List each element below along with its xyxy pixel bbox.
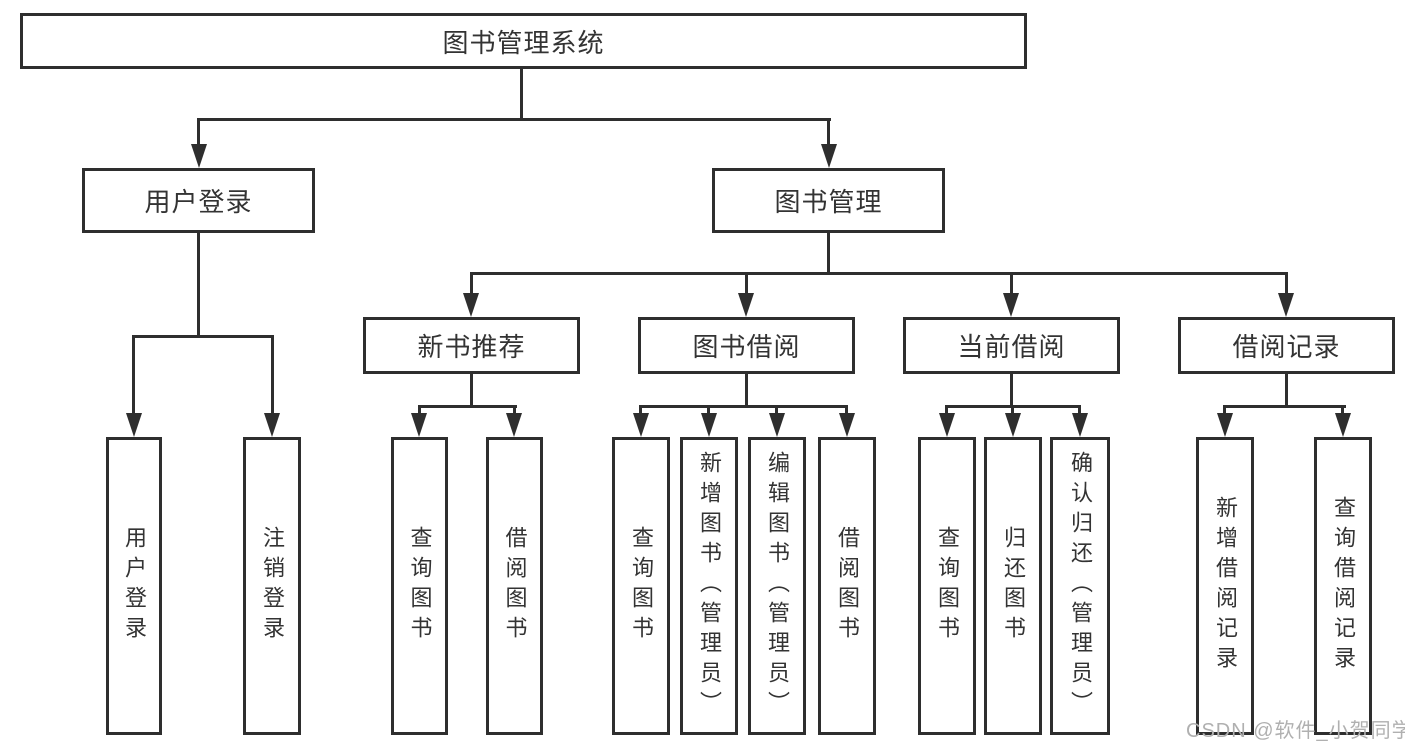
node-label: 图书管理: [774, 187, 883, 217]
arrow-leaf-edit-book-admin: [769, 413, 785, 437]
arrow-leaf-borrow-books-recommend: [506, 413, 522, 437]
arrow-book-borrowing: [738, 293, 754, 317]
node-current-borrowing: 当前借阅: [903, 317, 1120, 374]
arrow-leaf-add-book-admin: [701, 413, 717, 437]
arrow-leaf-logout: [264, 413, 280, 437]
node-new-book-recommendation: 新书推荐: [363, 317, 580, 374]
leaf-label: 确认归还（管理员）: [1068, 451, 1093, 721]
edge-book-management-stem: [827, 233, 830, 272]
node-label: 新书推荐: [417, 332, 526, 362]
node-borrowing-records: 借阅记录: [1178, 317, 1395, 374]
arrow-borrowing-records: [1278, 293, 1294, 317]
edge-drop: [945, 405, 948, 415]
edge-drop: [418, 405, 421, 415]
leaf-borrow-books-borrowing: 借阅图书: [818, 437, 876, 735]
edge-book-borrowing-bus: [639, 405, 848, 408]
leaf-query-borrow-record: 查询借阅记录: [1314, 437, 1372, 735]
edge-drop-new-book: [470, 272, 473, 295]
node-label: 图书管理系统: [442, 27, 605, 58]
node-book-management-system: 图书管理系统: [20, 13, 1027, 69]
edge-drop-leaf-user-login: [132, 335, 135, 415]
edge-user-login-bus: [132, 335, 274, 338]
leaf-add-book-admin: 新增图书（管理员）: [680, 437, 738, 735]
edge-borrowing-records-bus: [1223, 405, 1346, 408]
leaf-label: 新增图书（管理员）: [697, 451, 722, 721]
leaf-return-books: 归还图书: [984, 437, 1042, 735]
leaf-query-books-borrowing: 查询图书: [612, 437, 670, 735]
arrow-leaf-query-books-current: [939, 413, 955, 437]
edge-drop: [1078, 405, 1081, 415]
leaf-label: 借阅图书: [835, 526, 860, 646]
arrow-user-login: [191, 144, 207, 168]
edge-drop-book-management: [827, 118, 830, 146]
node-label: 当前借阅: [957, 332, 1066, 362]
leaf-label: 归还图书: [1001, 526, 1026, 646]
edge-root-stem: [520, 69, 523, 118]
leaf-label: 编辑图书（管理员）: [765, 451, 790, 721]
edge-drop-leaf-logout: [271, 335, 274, 415]
node-label: 借阅记录: [1232, 332, 1341, 362]
arrow-leaf-confirm-return-admin: [1072, 413, 1088, 437]
leaf-label: 查询借阅记录: [1331, 496, 1356, 676]
edge-book-management-bus: [470, 272, 1288, 275]
leaf-label: 借阅图书: [502, 526, 528, 646]
edge-drop: [775, 405, 778, 415]
arrow-leaf-query-borrow-record: [1335, 413, 1351, 437]
edge-current-borrowing-stem: [1010, 374, 1013, 405]
node-book-management: 图书管理: [712, 168, 945, 233]
edge-user-login-stem: [197, 233, 200, 335]
leaf-logout: 注销登录: [243, 437, 301, 735]
edge-borrowing-records-stem: [1285, 374, 1288, 405]
leaf-label: 注销登录: [260, 526, 285, 646]
leaf-label: 查询图书: [629, 526, 654, 646]
arrow-new-book: [463, 293, 479, 317]
edge-drop: [639, 405, 642, 415]
csdn-watermark: CSDN @软件_小贺同学: [1186, 720, 1405, 742]
edge-drop: [1223, 405, 1226, 415]
arrow-leaf-borrow-books-borrowing: [839, 413, 855, 437]
edge-new-book-stem: [470, 374, 473, 405]
leaf-label: 新增借阅记录: [1213, 496, 1238, 676]
arrow-leaf-add-borrow-record: [1217, 413, 1233, 437]
edge-drop-borrowing-records: [1285, 272, 1288, 295]
edge-drop: [513, 405, 516, 415]
node-label: 图书借阅: [692, 332, 801, 362]
leaf-label: 查询图书: [407, 526, 433, 646]
edge-drop: [1341, 405, 1344, 415]
edge-drop: [845, 405, 848, 415]
leaf-label: 查询图书: [935, 526, 960, 646]
leaf-add-borrow-record: 新增借阅记录: [1196, 437, 1254, 735]
node-label: 用户登录: [144, 187, 253, 217]
edge-drop: [707, 405, 710, 415]
edge-drop: [1011, 405, 1014, 415]
arrow-book-management: [821, 144, 837, 168]
leaf-edit-book-admin: 编辑图书（管理员）: [748, 437, 806, 735]
leaf-user-login: 用户登录: [106, 437, 162, 735]
arrow-current-borrowing: [1003, 293, 1019, 317]
leaf-borrow-books-recommend: 借阅图书: [486, 437, 543, 735]
edge-book-borrowing-stem: [745, 374, 748, 405]
edge-drop-current-borrowing: [1010, 272, 1013, 295]
arrow-leaf-query-books-borrowing: [633, 413, 649, 437]
leaf-label: 用户登录: [122, 526, 147, 646]
edge-new-book-bus: [418, 405, 517, 408]
arrow-leaf-query-books-recommend: [411, 413, 427, 437]
leaf-query-books-current: 查询图书: [918, 437, 976, 735]
edge-drop-user-login: [197, 118, 200, 146]
leaf-confirm-return-admin: 确认归还（管理员）: [1050, 437, 1110, 735]
edge-drop-book-borrowing: [745, 272, 748, 295]
edge-root-bus: [198, 118, 831, 121]
arrow-leaf-user-login: [126, 413, 142, 437]
node-book-borrowing: 图书借阅: [638, 317, 855, 374]
leaf-query-books-recommend: 查询图书: [391, 437, 448, 735]
node-user-login: 用户登录: [82, 168, 315, 233]
arrow-leaf-return-books: [1005, 413, 1021, 437]
